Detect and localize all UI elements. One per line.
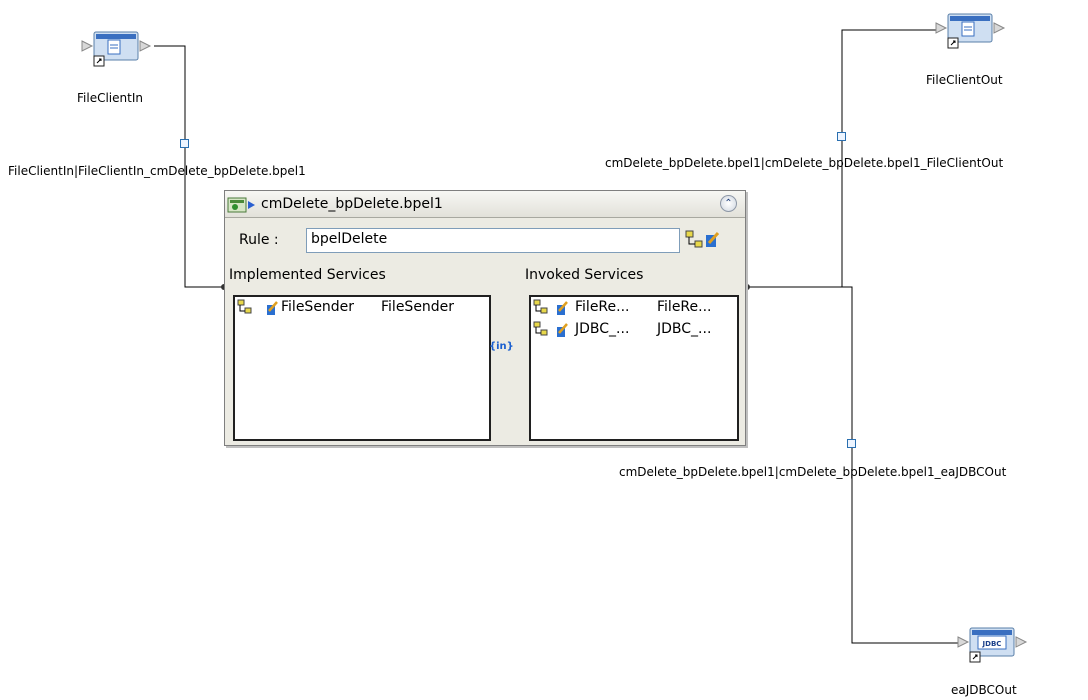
implemented-service-operation: FileSender: [381, 299, 455, 315]
service-component[interactable]: cmDelete_bpDelete.bpel1 ⌃ Rule : bpelDel…: [224, 190, 746, 446]
external-app-label: eaJDBCOut: [951, 683, 1017, 697]
service-title: cmDelete_bpDelete.bpel1: [261, 196, 443, 212]
implemented-service-name: FileSender: [281, 299, 355, 315]
implemented-services-heading: Implemented Services: [229, 267, 386, 283]
invoked-services-heading: Invoked Services: [525, 267, 644, 283]
rule-field[interactable]: bpelDelete: [306, 228, 680, 253]
service-tree-icon: [237, 299, 279, 321]
external-app-file-client-in[interactable]: [80, 28, 152, 74]
list-item[interactable]: FileRe... FileRe...: [531, 297, 737, 319]
service-tree-icon: [533, 321, 575, 343]
external-app-file-client-out[interactable]: [934, 10, 1006, 56]
list-item[interactable]: JDBC_... JDBC_...: [531, 319, 737, 341]
implemented-services-list[interactable]: FileSender FileSender: [233, 295, 491, 441]
jdbc-application-icon: JDBC: [957, 627, 1028, 663]
rule-label: Rule :: [239, 232, 279, 248]
list-item[interactable]: FileSender FileSender: [235, 297, 489, 319]
edit-service-icon: [706, 231, 720, 247]
connection-label-jdbc-out[interactable]: cmDelete_bpDelete.bpel1|cmDelete_bpDelet…: [619, 465, 1007, 479]
invoked-service-name: JDBC_...: [575, 321, 630, 337]
connector-marker-in[interactable]: [180, 139, 189, 148]
rule-tool-icons: [685, 229, 720, 255]
connection-label-file-out[interactable]: cmDelete_bpDelete.bpel1|cmDelete_bpDelet…: [605, 156, 1004, 170]
file-application-icon: [935, 13, 1006, 49]
service-tree-icon: [533, 299, 575, 321]
implemented-services-section: Implemented Services FileSender FileSend…: [229, 261, 491, 443]
service-icon: [227, 194, 259, 218]
jdbc-badge-text: JDBC: [982, 640, 1002, 648]
mapping-icon: {in}: [489, 341, 514, 352]
file-application-icon: [81, 31, 152, 67]
invoked-service-operation: FileRe...: [657, 299, 712, 315]
connector-marker-jdbc-out[interactable]: [847, 439, 856, 448]
connector-marker-file-out[interactable]: [837, 132, 846, 141]
invoked-service-name: FileRe...: [575, 299, 630, 315]
collapse-icon[interactable]: ⌃: [720, 195, 737, 212]
service-tree-icon: [685, 230, 703, 248]
external-app-ea-jdbc-out[interactable]: JDBC: [956, 624, 1028, 670]
connection-label-in[interactable]: FileClientIn|FileClientIn_cmDelete_bpDel…: [8, 164, 306, 178]
external-app-label: FileClientIn: [77, 91, 143, 105]
invoked-service-operation: JDBC_...: [657, 321, 712, 337]
invoked-services-section: Invoked Services FileRe... FileRe...: [525, 261, 739, 443]
service-title-bar[interactable]: cmDelete_bpDelete.bpel1 ⌃: [225, 191, 745, 218]
external-app-label: FileClientOut: [926, 73, 1003, 87]
invoked-services-list[interactable]: FileRe... FileRe... JDBC_... JDBC_...: [529, 295, 739, 441]
